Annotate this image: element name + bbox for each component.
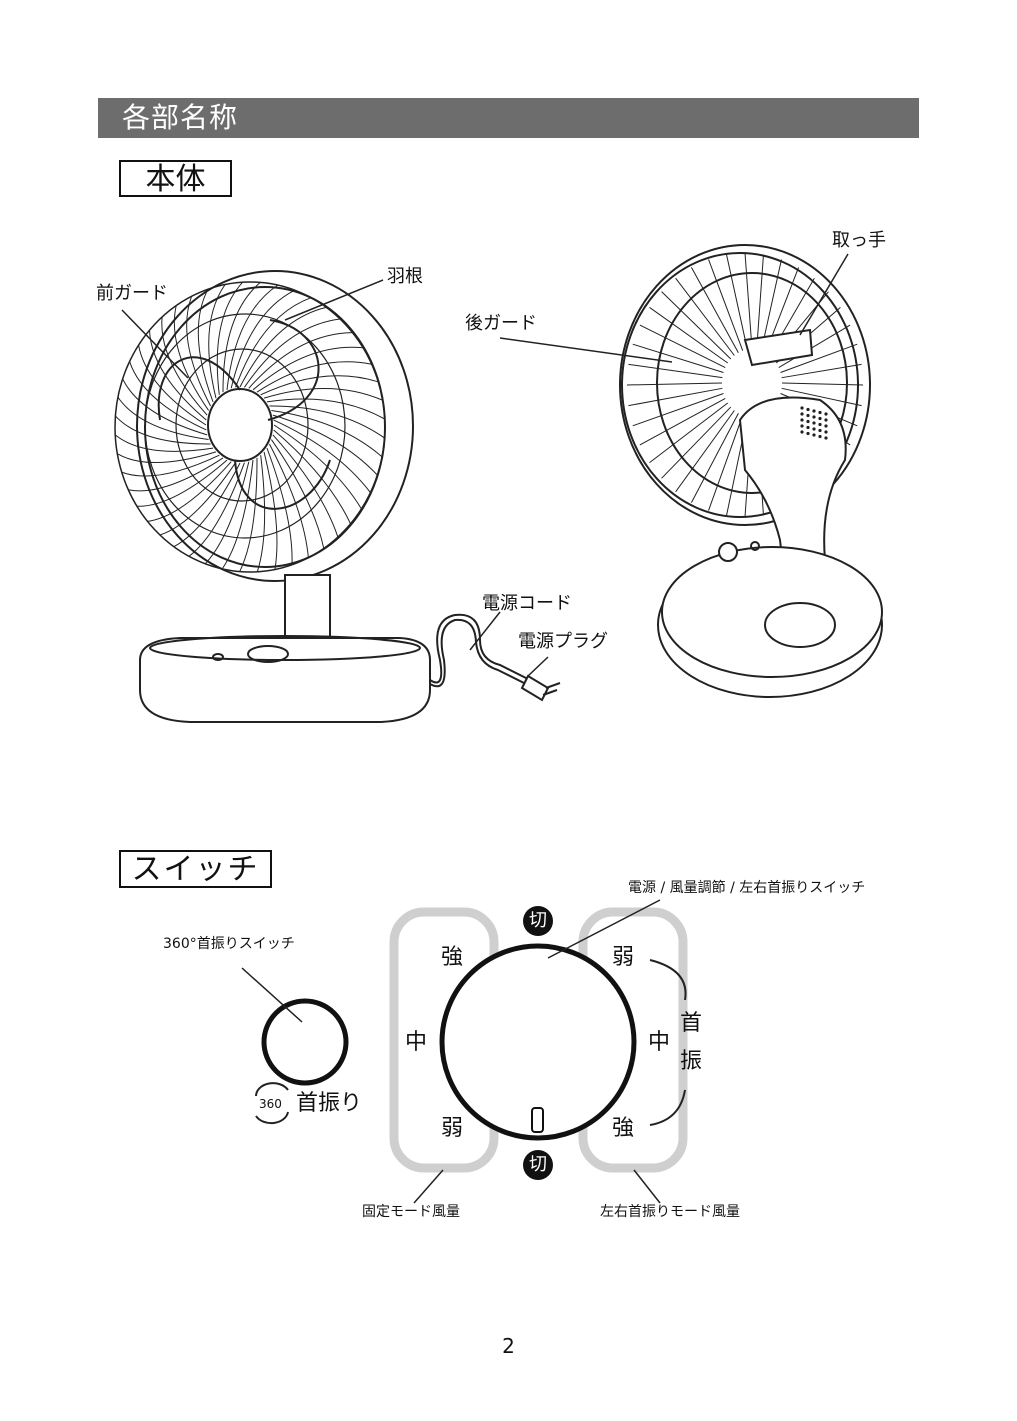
- label-360-swing-switch: 360°首振りスイッチ: [163, 936, 295, 952]
- dial-right-strong: 強: [612, 1117, 634, 1141]
- dial-right-mid: 中: [648, 1031, 670, 1055]
- label-main-switch: 電源 / 風量調節 / 左右首振りスイッチ: [628, 880, 865, 896]
- label-swing-mode: 左右首振りモード風量: [600, 1204, 740, 1220]
- dial-left-strong: 強: [441, 946, 463, 970]
- page-number: 2: [0, 1334, 1017, 1358]
- dial-left-mid: 中: [405, 1031, 427, 1055]
- swing-char-1: 首: [680, 1012, 702, 1036]
- off-bottom-badge: 切: [523, 1150, 553, 1180]
- swing360-icon: 360: [259, 1096, 282, 1112]
- label-fixed-mode: 固定モード風量: [362, 1204, 460, 1220]
- label-swing-caption: 首振り: [296, 1092, 362, 1116]
- off-top-badge: 切: [523, 906, 553, 936]
- dial-right-weak: 弱: [612, 946, 634, 970]
- dial-left-weak: 弱: [441, 1117, 463, 1141]
- swing-char-2: 振: [680, 1050, 702, 1074]
